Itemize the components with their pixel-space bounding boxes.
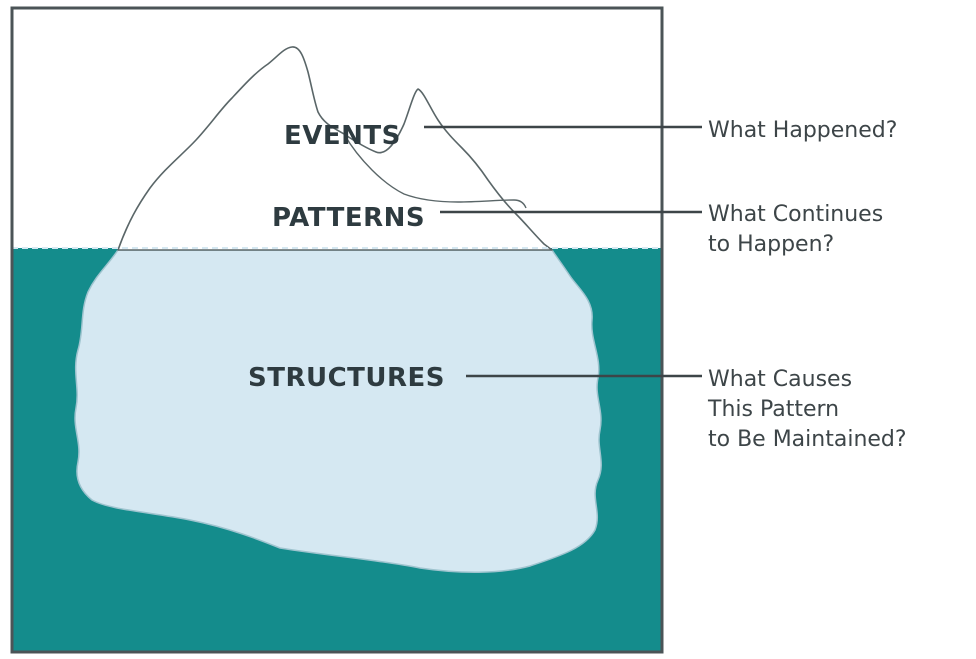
question-patterns: What Continues to Happen?: [708, 202, 890, 257]
question-events: What Happened?: [708, 118, 897, 143]
level-label-events: EVENTS: [284, 121, 401, 151]
iceberg-ridge-line: [343, 133, 527, 209]
question-patterns-line-2: to Happen?: [708, 232, 834, 257]
question-patterns-line-1: What Continues: [708, 202, 883, 227]
question-structures-line-3: to Be Maintained?: [708, 427, 907, 452]
diagram-frame: [10, 6, 664, 654]
question-structures-line-1: What Causes: [708, 367, 852, 392]
question-events-line-1: What Happened?: [708, 118, 897, 143]
level-label-patterns: PATTERNS: [272, 203, 425, 233]
question-structures-line-2: This Pattern: [707, 397, 839, 422]
iceberg-underwater: [74, 249, 602, 574]
question-structures: What Causes This Pattern to Be Maintaine…: [707, 367, 907, 452]
level-label-structures: STRUCTURES: [248, 363, 445, 393]
